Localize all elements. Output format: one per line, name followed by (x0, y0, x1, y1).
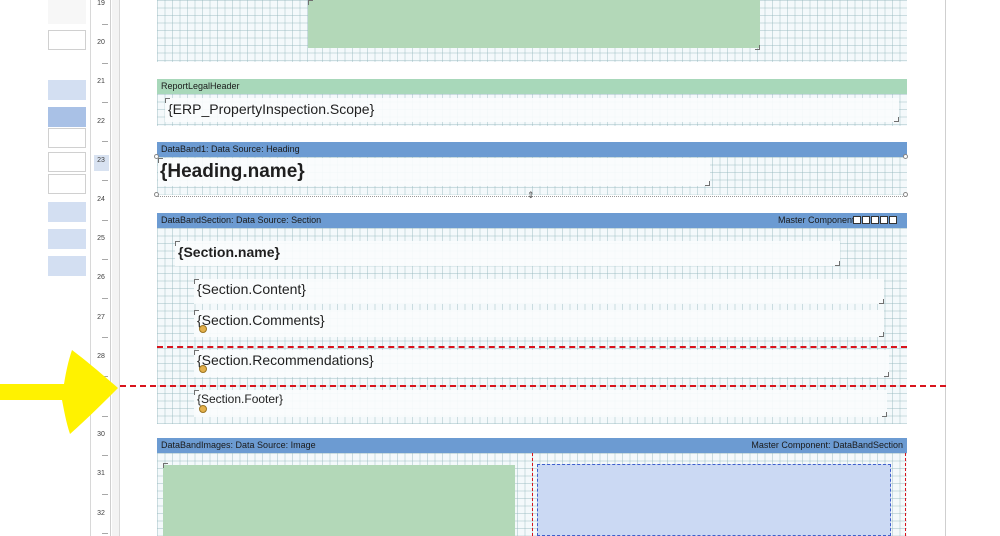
band-divider (157, 196, 907, 197)
ruler-tick (102, 533, 108, 535)
section-content-field: {Section.Content} (197, 281, 306, 297)
band-label: ReportLegalHeader (161, 81, 240, 91)
property-field[interactable] (48, 30, 86, 50)
ruler-number: 25 (97, 235, 105, 243)
property-field[interactable] (48, 174, 86, 194)
band-option-icon[interactable] (853, 216, 861, 224)
ruler-tick (102, 415, 108, 417)
section-comments-textbox[interactable]: {Section.Comments} (194, 310, 884, 337)
ruler-number: 32 (97, 509, 105, 517)
master-component-label: Master Component: DataBandSection (751, 440, 903, 450)
column-break-line (532, 453, 533, 536)
resize-handle[interactable] (154, 154, 159, 159)
ruler-number: 28 (97, 352, 105, 360)
highlight-arrow-icon (0, 350, 118, 434)
band-header-section[interactable]: DataBandSection: Data Source: Section Ma… (157, 213, 907, 228)
ruler-tick (102, 494, 108, 495)
band-label: DataBandSection: Data Source: Section (161, 215, 322, 225)
ruler-tick (102, 141, 108, 143)
ruler-number: 23 (97, 156, 105, 164)
image-frame[interactable] (308, 0, 760, 50)
section-comments-field: {Section.Comments} (197, 312, 325, 328)
ruler-number: 24 (97, 196, 105, 203)
properties-panel (0, 0, 91, 536)
ruler-number: 21 (97, 78, 105, 86)
ruler-number: 30 (97, 431, 105, 439)
heading-textbox[interactable]: {Heading.name} (158, 158, 710, 186)
scope-textbox[interactable]: {ERP_PropertyInspection.Scope} (165, 98, 899, 122)
property-field[interactable] (48, 256, 86, 276)
move-handle-icon[interactable]: ⇕ (527, 190, 535, 200)
band-option-icon[interactable] (871, 216, 879, 224)
ruler-tick (102, 298, 108, 299)
section-name-textbox[interactable]: {Section.name} (175, 241, 840, 266)
report-page: ReportLegalHeader {ERP_PropertyInspectio… (120, 0, 946, 536)
band-label: DataBand1: Data Source: Heading (161, 144, 300, 154)
ruler-number: 19 (97, 0, 105, 7)
band-option-icon[interactable] (889, 216, 897, 224)
ruler-tick (102, 62, 108, 64)
band-header-images[interactable]: DataBandImages: Data Source: Image Maste… (157, 438, 907, 453)
column-break-line (905, 453, 906, 536)
ruler-number: 26 (97, 274, 105, 282)
ruler-number: 20 (97, 39, 105, 47)
section-recommendations-textbox[interactable]: {Section.Recommendations} (194, 350, 889, 377)
ruler-tick (102, 102, 108, 103)
property-field[interactable] (48, 229, 86, 249)
ruler-tick (102, 23, 108, 25)
image-placeholder[interactable] (308, 0, 760, 48)
scope-field: {ERP_PropertyInspection.Scope} (168, 101, 375, 117)
band-option-icon[interactable] (880, 216, 888, 224)
ruler-tick (102, 258, 108, 260)
section-recommendations-field: {Section.Recommendations} (197, 352, 374, 368)
vertical-ruler: 1920212223242526272829303132 (91, 0, 111, 536)
band-option-icon[interactable] (862, 216, 870, 224)
image-placeholder-left[interactable] (163, 465, 515, 536)
page-break-line-full (120, 385, 946, 387)
ruler-number: 31 (97, 470, 105, 478)
band-label: DataBandImages: Data Source: Image (161, 440, 316, 450)
ruler-tick (102, 219, 108, 221)
condition-icon (199, 365, 207, 373)
ruler-tick (102, 180, 108, 182)
page-gutter (112, 0, 120, 536)
section-content-textbox[interactable]: {Section.Content} (194, 279, 884, 304)
property-field[interactable] (48, 128, 86, 148)
property-field[interactable] (48, 202, 86, 222)
image-frame-left[interactable] (163, 463, 517, 536)
ruler-highlight (94, 155, 109, 171)
ruler-tick (102, 454, 108, 456)
master-component-icons[interactable] (853, 216, 897, 224)
section-footer-field: {Section.Footer} (197, 392, 284, 406)
section-name-field: {Section.name} (178, 244, 280, 260)
band-header-legal[interactable]: ReportLegalHeader (157, 79, 907, 94)
resize-handle[interactable] (154, 192, 159, 197)
resize-handle[interactable] (903, 154, 908, 159)
page-break-line (157, 346, 907, 348)
property-field-selected[interactable] (48, 107, 86, 127)
master-component-label: Master Component: (777, 215, 857, 225)
ruler-tick (102, 337, 108, 339)
condition-icon (199, 405, 207, 413)
ruler-number: 22 (97, 117, 105, 125)
ruler-number: 27 (97, 313, 105, 321)
condition-icon (199, 325, 207, 333)
heading-field: {Heading.name} (160, 161, 305, 182)
image-placeholder-right[interactable] (537, 464, 891, 536)
property-field[interactable] (48, 152, 86, 172)
band-header-databand1[interactable]: DataBand1: Data Source: Heading (157, 142, 907, 157)
property-field[interactable] (48, 0, 86, 24)
property-field[interactable] (48, 80, 86, 100)
section-footer-textbox[interactable]: {Section.Footer} (194, 390, 887, 417)
